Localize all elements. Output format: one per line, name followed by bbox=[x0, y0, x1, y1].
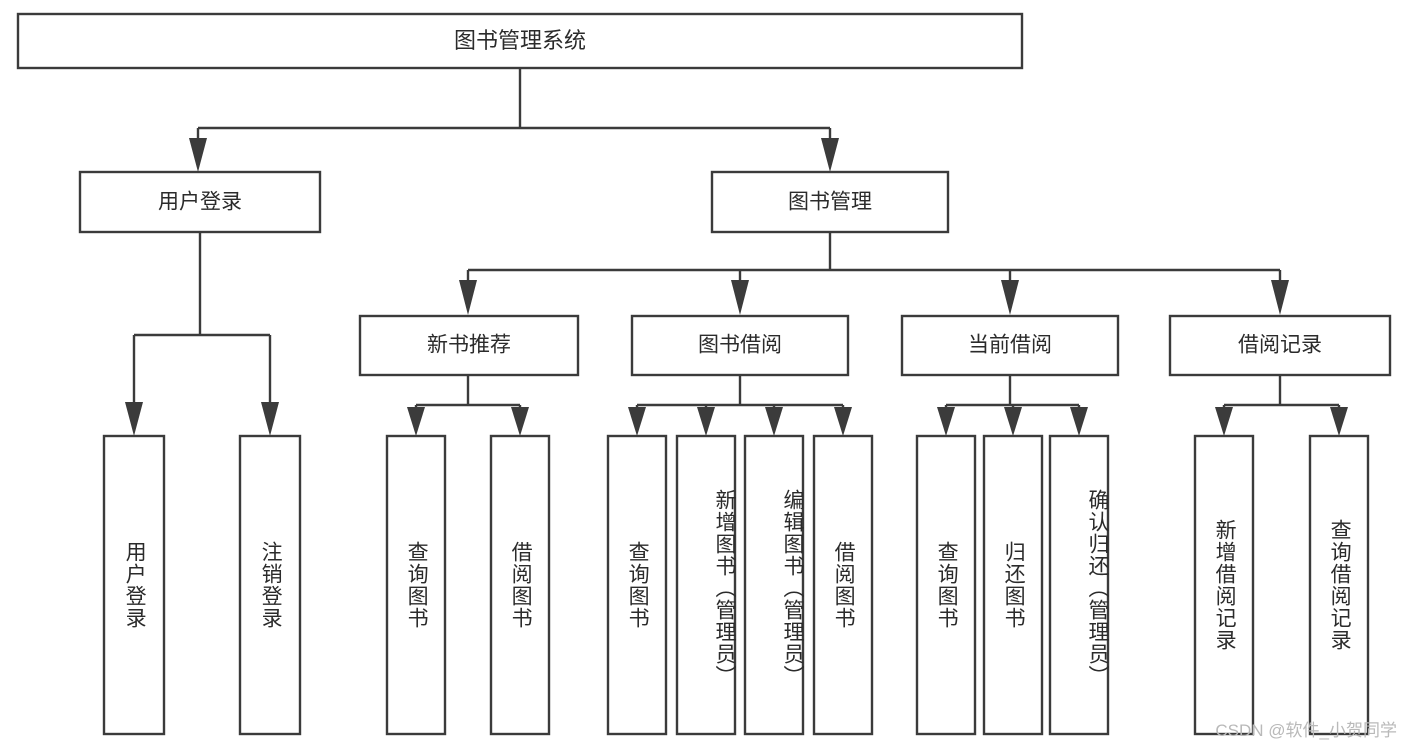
node-leaf-confirm-return-box[interactable] bbox=[1048, 434, 1110, 736]
arrow-head-leaf-add-book bbox=[697, 407, 715, 436]
arrow-head-leaf-edit-book bbox=[765, 407, 783, 436]
node-leaf-add-record-box[interactable] bbox=[1193, 434, 1255, 736]
node-user-login-label: 用户登录 bbox=[158, 191, 242, 214]
arrow-head-leaf-query-book-2 bbox=[628, 407, 646, 436]
arrow-head-current-borrow bbox=[1001, 280, 1019, 315]
node-book-management-box[interactable] bbox=[710, 170, 950, 234]
connector-user-login-to-leaves bbox=[125, 232, 279, 436]
node-leaf-borrow-book-1-box[interactable] bbox=[489, 434, 551, 736]
node-borrow-record-label: 借阅记录 bbox=[1238, 334, 1322, 357]
node-current-borrow[interactable]: 当前借阅 bbox=[900, 314, 1120, 377]
arrow-head-book-management bbox=[821, 138, 839, 172]
arrow-head-borrow-record bbox=[1271, 280, 1289, 315]
arrow-head-leaf-query-book-1 bbox=[407, 407, 425, 436]
node-root-label: 图书管理系统 bbox=[454, 28, 586, 53]
arrow-head-book-borrow bbox=[731, 280, 749, 315]
node-leaf-query-book-1-box[interactable] bbox=[385, 434, 447, 736]
arrow-head-leaf-borrow-book-1 bbox=[511, 407, 529, 436]
node-leaf-query-book-2-box[interactable] bbox=[606, 434, 668, 736]
connector-new-book-recommend-to-leaves bbox=[407, 375, 529, 436]
node-user-login[interactable]: 用户登录 bbox=[78, 170, 322, 234]
node-borrow-record-box[interactable] bbox=[1168, 314, 1392, 377]
arrow-head-leaf-return-book bbox=[1004, 407, 1022, 436]
arrow-head-leaf-confirm-return bbox=[1070, 407, 1088, 436]
node-root[interactable]: 图书管理系统 bbox=[16, 12, 1024, 70]
node-leaf-user-login-box[interactable] bbox=[102, 434, 166, 736]
connector-book-borrow-to-leaves bbox=[628, 375, 852, 436]
node-leaf-borrow-book-2-box[interactable] bbox=[812, 434, 874, 736]
node-leaf-logout-box[interactable] bbox=[238, 434, 302, 736]
node-new-book-recommend-label: 新书推荐 bbox=[427, 334, 511, 357]
connector-current-borrow-to-leaves bbox=[937, 375, 1088, 436]
arrow-head-leaf-add-record bbox=[1215, 407, 1233, 436]
node-book-borrow-label: 图书借阅 bbox=[698, 334, 782, 357]
arrow-head-leaf-borrow-book-2 bbox=[834, 407, 852, 436]
arrow-head-leaf-query-record bbox=[1330, 407, 1348, 436]
arrow-head-new-book-recommend bbox=[459, 280, 477, 315]
watermark: CSDN @软件_小贺同学 bbox=[1215, 721, 1397, 740]
node-new-book-recommend[interactable]: 新书推荐 bbox=[358, 314, 580, 377]
leaf-boxes bbox=[102, 434, 1370, 736]
arrow-head-leaf-query-book-3 bbox=[937, 407, 955, 436]
connector-root-to-level2 bbox=[189, 68, 839, 172]
node-leaf-return-book-box[interactable] bbox=[982, 434, 1044, 736]
node-book-borrow-box[interactable] bbox=[630, 314, 850, 377]
node-root-box[interactable] bbox=[16, 12, 1024, 70]
arrow-head-leaf-logout bbox=[261, 402, 279, 436]
arrow-head-user-login bbox=[189, 138, 207, 172]
node-borrow-record[interactable]: 借阅记录 bbox=[1168, 314, 1392, 377]
node-leaf-add-book-box[interactable] bbox=[675, 434, 737, 736]
node-leaf-edit-book-box[interactable] bbox=[743, 434, 805, 736]
node-user-login-box[interactable] bbox=[78, 170, 322, 234]
node-current-borrow-box[interactable] bbox=[900, 314, 1120, 377]
node-book-management-label: 图书管理 bbox=[788, 191, 872, 214]
arrow-head-leaf-user-login bbox=[125, 402, 143, 436]
node-book-borrow[interactable]: 图书借阅 bbox=[630, 314, 850, 377]
connector-book-management-to-level3 bbox=[459, 232, 1289, 315]
connector-borrow-record-to-leaves bbox=[1215, 375, 1348, 436]
node-current-borrow-label: 当前借阅 bbox=[968, 334, 1052, 357]
node-leaf-query-record-box[interactable] bbox=[1308, 434, 1370, 736]
node-book-management[interactable]: 图书管理 bbox=[710, 170, 950, 234]
node-new-book-recommend-box[interactable] bbox=[358, 314, 580, 377]
node-leaf-query-book-3-box[interactable] bbox=[915, 434, 977, 736]
